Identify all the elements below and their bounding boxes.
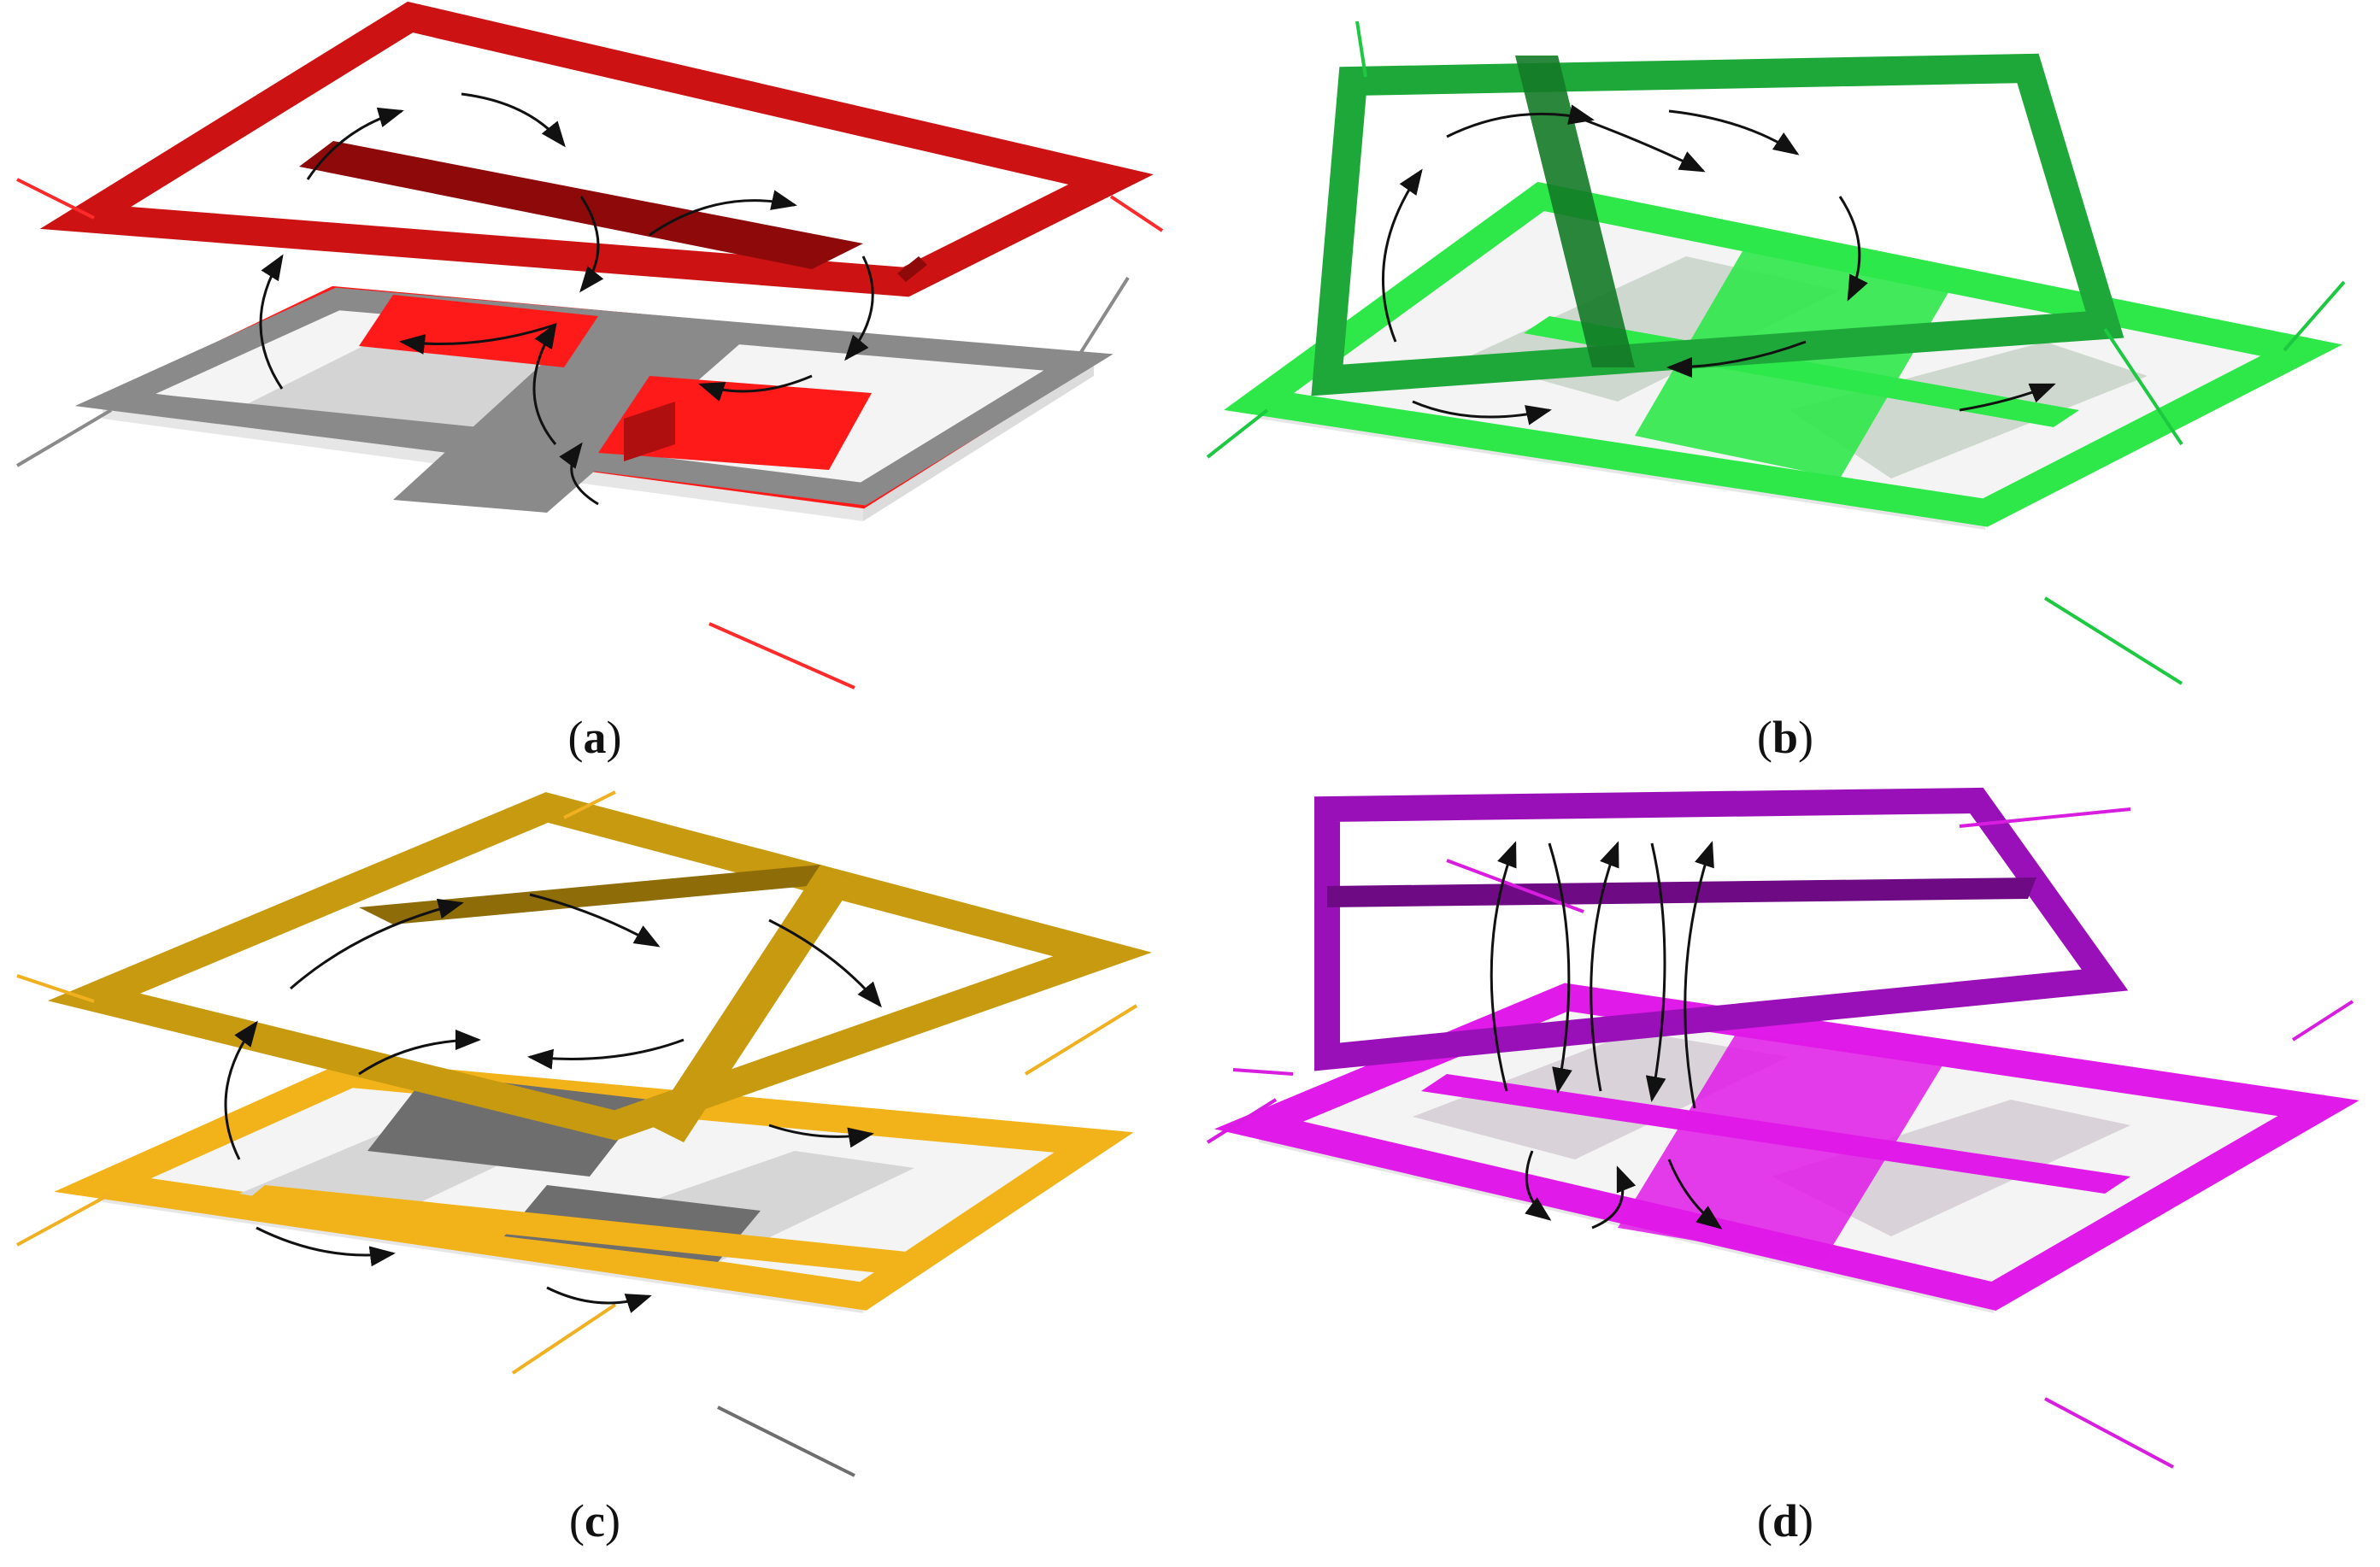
lead-top: [1959, 807, 2131, 828]
top-coil: [1311, 53, 2124, 396]
top-coil: [1314, 787, 2129, 1071]
flux-arrows: [224, 893, 882, 1313]
caption-b: (b): [1756, 712, 1813, 763]
lead-front: [717, 1406, 855, 1477]
lead-right: [2291, 1000, 2354, 1042]
flux-arrows: [259, 92, 874, 506]
flux-arrows: [1490, 841, 1723, 1230]
coil-diagram-c: [16, 790, 1152, 1477]
lead-diag: [1446, 859, 1584, 913]
panel-c: (c): [0, 784, 1190, 1567]
lead-top: [1355, 21, 1367, 78]
coil-diagram-b: [1206, 21, 2346, 685]
lead-diag: [2103, 327, 2183, 446]
bottom-coil: [74, 285, 1114, 513]
lead-front: [2043, 596, 2183, 685]
caption-a: (a): [567, 712, 622, 763]
lead-bottom-front: [708, 622, 855, 690]
lead-right-top: [1109, 195, 1164, 232]
flux-arrows: [1382, 104, 2056, 425]
lead-right: [1024, 1004, 1138, 1076]
lead-front: [2044, 1397, 2174, 1469]
lead-left: [1232, 1068, 1294, 1076]
caption-c: (c): [569, 1495, 620, 1546]
lead-right: [2283, 280, 2346, 352]
caption-d: (d): [1756, 1495, 1813, 1546]
lead-right-bottom: [1075, 276, 1130, 361]
lead-left-top: [16, 974, 95, 1003]
coil-diagram-d: [1206, 787, 2359, 1469]
lead-left-bottom: [1206, 1098, 1278, 1144]
lead-left-top: [16, 178, 95, 220]
coil-diagram-a: [15, 1, 1164, 690]
panel-d: (d): [1190, 784, 2380, 1567]
panel-a: (a): [0, 0, 1190, 784]
top-coil: [39, 1, 1154, 461]
bottom-coil: [54, 1059, 1134, 1311]
lead-center: [511, 1303, 617, 1375]
top-coil: [47, 792, 1152, 1142]
panel-b: (b): [1190, 0, 2380, 784]
lead-left-bottom: [16, 1192, 112, 1247]
lead-left: [1206, 408, 1269, 459]
lead-left-bottom: [15, 408, 113, 467]
lead-top: [563, 790, 616, 819]
